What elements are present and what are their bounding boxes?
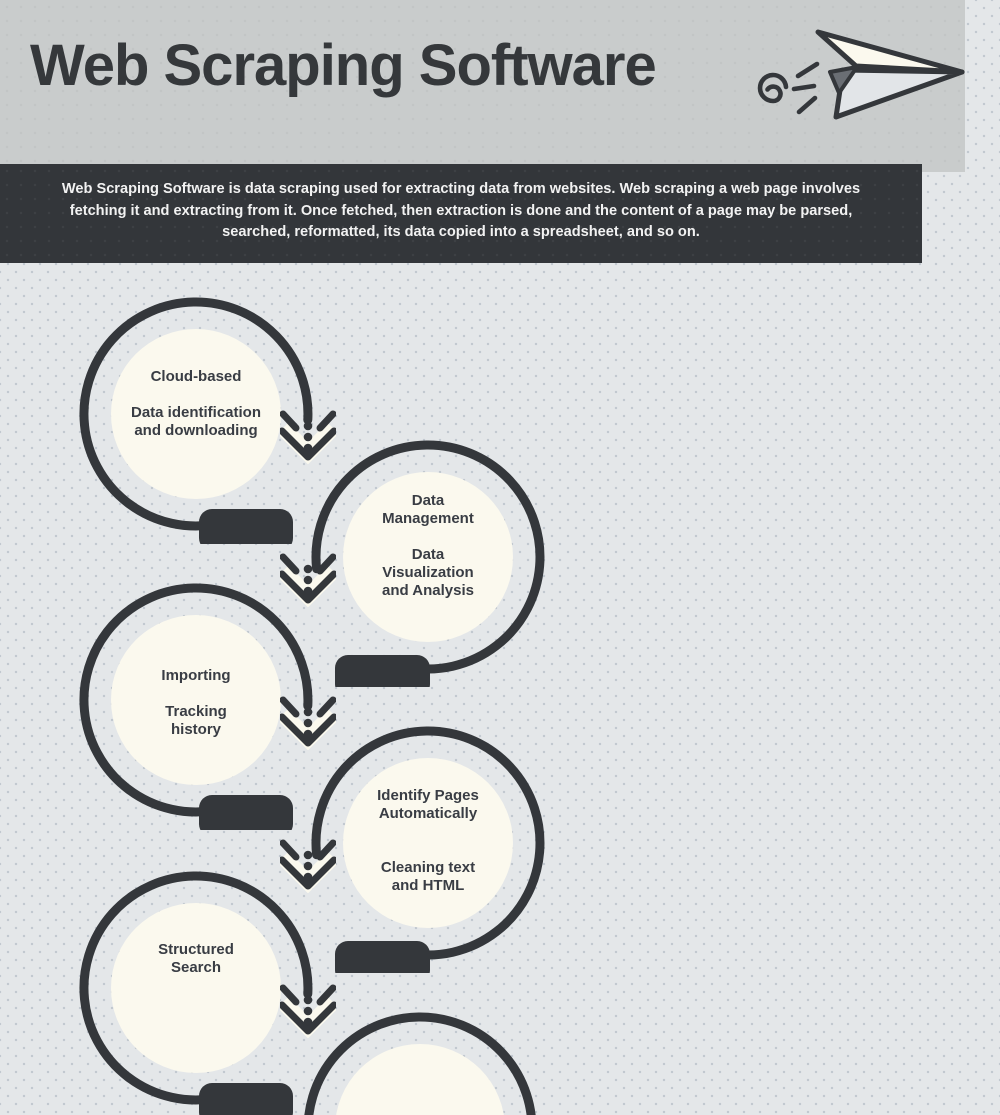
text-line xyxy=(333,528,523,546)
flow-arrow-3 xyxy=(277,690,339,751)
node-ring xyxy=(79,297,313,544)
flow-arrow-5 xyxy=(277,978,339,1039)
text-line: Structured xyxy=(158,941,234,958)
node-disc xyxy=(343,472,513,642)
text-line xyxy=(333,841,523,859)
chevron-down-arrow-icon xyxy=(277,553,339,608)
paper-plane-icon xyxy=(757,29,965,120)
flow-arrow-2 xyxy=(277,547,339,608)
node-disc xyxy=(111,329,281,499)
node-disc xyxy=(111,903,281,1073)
chevron-down-arrow-icon xyxy=(277,410,339,465)
text-line: Identify Pages xyxy=(377,787,479,804)
node-disc xyxy=(111,615,281,785)
flow-node-5 xyxy=(66,858,326,1115)
text-line: Web Scraping Software is data scraping u… xyxy=(61,181,861,197)
text-line: Cleaning text xyxy=(380,859,476,876)
node-tab xyxy=(199,795,293,830)
node-ring xyxy=(311,726,545,973)
text-line: Search xyxy=(170,959,222,976)
intro-banner: Web Scraping Software is data scraping u… xyxy=(0,164,922,263)
text-line: fetching it and extracting from it. Once… xyxy=(69,202,853,219)
header-banner: Web Scraping Software xyxy=(0,0,965,172)
text-line: searched, reformatted, its data copied i… xyxy=(222,224,700,240)
chevron-down-arrow-icon xyxy=(277,984,339,1039)
node-tab xyxy=(335,941,430,973)
text-line: and HTML xyxy=(391,877,465,894)
text-line: Cloud-based xyxy=(150,368,242,385)
node-tab xyxy=(335,655,430,687)
node-tab xyxy=(199,1083,293,1115)
text-line: Data xyxy=(411,492,445,509)
text-line: Importing xyxy=(161,667,231,684)
text-line: Management xyxy=(382,510,474,527)
text-line: Automatically xyxy=(378,805,478,822)
text-line: history xyxy=(170,721,221,738)
text-line xyxy=(101,685,291,703)
flow-node-1 xyxy=(66,284,326,544)
node-ring xyxy=(311,440,545,687)
flow-node-2 xyxy=(298,427,558,687)
text-line: and Analysis xyxy=(382,582,474,599)
text-line: Data xyxy=(411,546,445,563)
chevron-down-arrow-icon xyxy=(277,696,339,751)
node-ring xyxy=(79,871,313,1115)
flow-arrow-4 xyxy=(277,833,339,894)
node-tab xyxy=(199,509,293,544)
node-ring xyxy=(79,583,313,830)
chevron-down-arrow-icon xyxy=(277,839,339,894)
node-disc xyxy=(343,758,513,928)
text-line: Tracking xyxy=(165,703,227,720)
text-line: and downloading xyxy=(134,422,258,439)
flow-node-4 xyxy=(298,713,558,973)
text-line xyxy=(333,823,523,841)
flow-arrow-1 xyxy=(277,404,339,465)
page-title: Web Scraping Software xyxy=(30,33,657,98)
text-line xyxy=(101,386,291,404)
node-ring xyxy=(304,1012,536,1115)
text-line: Visualization xyxy=(382,564,474,581)
node-disc xyxy=(336,1044,504,1115)
text-line: Data identification xyxy=(130,404,261,421)
flow-node-3 xyxy=(66,570,326,830)
flow-node-6 xyxy=(290,999,550,1115)
